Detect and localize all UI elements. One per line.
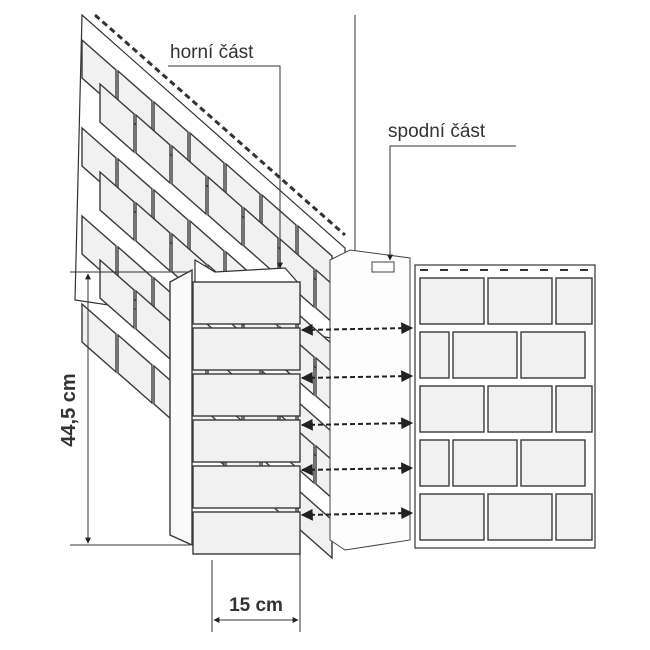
bottom-part-callout: spodní část (387, 121, 516, 261)
wall-brick (487, 385, 553, 433)
wall-brick (520, 439, 586, 487)
wall-brick (135, 201, 171, 273)
wall-brick (99, 82, 135, 154)
height-label: 44,5 cm (58, 373, 80, 446)
wall-brick (419, 439, 450, 487)
bottom-part-label: spodní část (388, 121, 486, 142)
wall-brick (555, 385, 593, 433)
wall-brick (135, 113, 171, 185)
wall-brick (520, 331, 586, 379)
wall-brick (207, 175, 243, 247)
width-label: 15 cm (229, 595, 283, 616)
corner-side-face (169, 268, 193, 547)
top-part-label: horní část (170, 42, 254, 63)
height-dimension: 44,5 cm (58, 271, 190, 546)
wall-brick (171, 144, 207, 216)
wall-brick (297, 488, 333, 560)
wall-brick (99, 170, 135, 242)
wall-brick (419, 277, 485, 325)
wall-brick (81, 302, 117, 374)
start-profile (329, 249, 411, 551)
width-dimension: 15 cm (211, 540, 301, 632)
alignment-arrow (300, 507, 414, 521)
wall-brick (555, 277, 593, 325)
nail-strip (94, 13, 346, 237)
profile-clip (371, 261, 395, 273)
wall-brick (117, 333, 153, 405)
corner-brick (192, 419, 301, 463)
wall-brick (99, 258, 135, 330)
corner-brick (192, 465, 301, 509)
corner-brick (192, 327, 301, 371)
alignment-arrow (300, 322, 414, 336)
wall-brick (487, 493, 553, 541)
alignment-arrow (300, 370, 414, 384)
wall-brick (452, 331, 518, 379)
wall-brick (419, 385, 485, 433)
corner-brick (192, 511, 301, 555)
alignment-arrow (300, 462, 414, 476)
corner-brick (192, 373, 301, 417)
alignment-arrow (300, 417, 414, 431)
right-wall-panel (414, 264, 596, 549)
wall-brick (452, 439, 518, 487)
top-part-callout: horní část (168, 42, 283, 269)
wall-brick (555, 493, 593, 541)
wall-brick (487, 277, 553, 325)
wall-brick (419, 493, 485, 541)
wall-brick (419, 331, 450, 379)
corner-brick (192, 281, 301, 325)
